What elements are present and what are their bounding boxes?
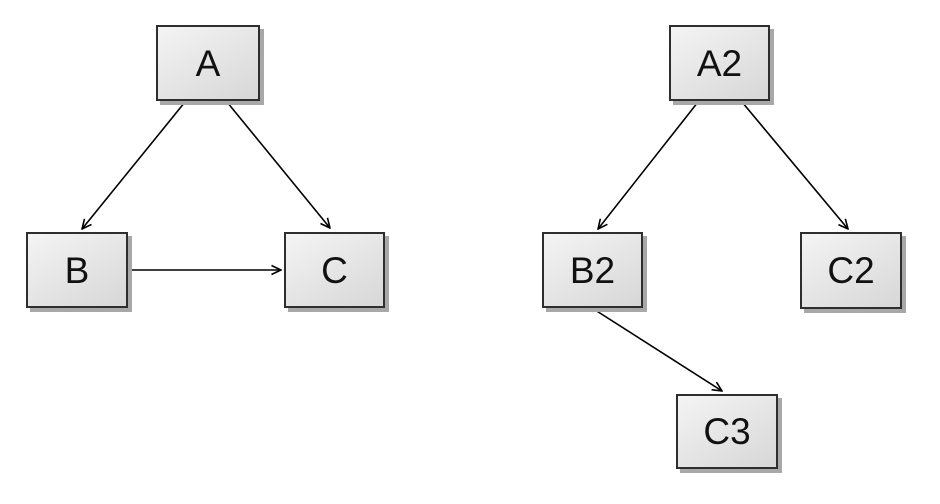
node-C3[interactable]: C3 <box>676 394 778 469</box>
node-A2[interactable]: A2 <box>669 25 770 101</box>
node-label: C3 <box>703 411 751 452</box>
node-label: B2 <box>569 249 616 291</box>
node-C[interactable]: C <box>284 232 385 308</box>
node-label: C2 <box>827 250 875 291</box>
node-B2[interactable]: B2 <box>542 232 643 308</box>
edge-A2-B2[interactable] <box>598 101 699 229</box>
edge-B2-C3[interactable] <box>591 307 722 391</box>
node-C2[interactable]: C2 <box>800 232 902 309</box>
node-label: B <box>64 249 90 291</box>
node-label: C <box>321 249 348 291</box>
node-B[interactable]: B <box>26 232 128 308</box>
edge-A-B[interactable] <box>82 101 186 229</box>
node-A[interactable]: A <box>156 25 260 101</box>
edge-A2-C2[interactable] <box>741 101 848 229</box>
node-label: A2 <box>696 42 743 84</box>
edge-A-C[interactable] <box>226 101 330 228</box>
node-label: A <box>195 42 221 84</box>
